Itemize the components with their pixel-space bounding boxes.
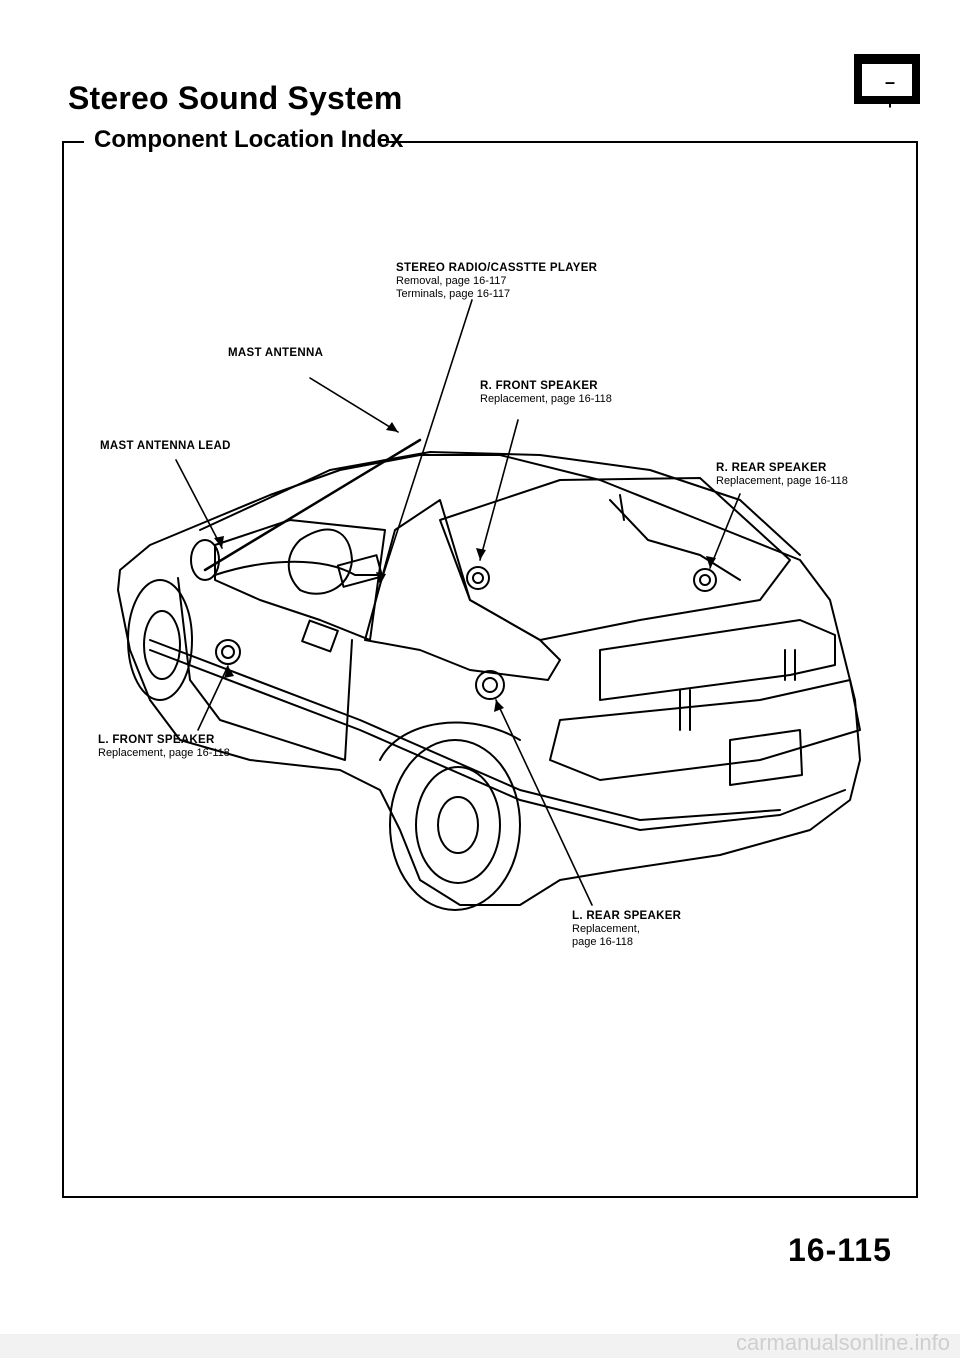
- car-body-outline: [117, 454, 861, 906]
- l-front-speaker-core: [221, 645, 235, 659]
- rear-bumper: [549, 679, 861, 781]
- rear-hatch-inner: [609, 499, 741, 581]
- label-line: Replacement,: [572, 923, 640, 936]
- leader-r-rear-speaker: [709, 493, 741, 569]
- rear-wheel-arch: [379, 721, 521, 761]
- section-subtitle: Component Location Index: [94, 126, 404, 153]
- arrow-l-rear-speaker: [494, 700, 504, 712]
- door-outline: [177, 577, 353, 761]
- battery-terminal-pos: [894, 58, 906, 64]
- battery-terminal-neg: [868, 58, 880, 64]
- page-title: Stereo Sound System: [68, 80, 403, 116]
- label-line: Removal, page 16-117: [396, 275, 507, 288]
- label-r-front-speaker: R. FRONT SPEAKER Replacement, page 16-11…: [480, 380, 612, 406]
- section-rule-left: [62, 141, 84, 143]
- label-line: Replacement, page 16-118: [716, 475, 848, 488]
- label-line: page 16-118: [572, 935, 633, 948]
- page-number: 16-115: [788, 1232, 892, 1268]
- battery-signs: – +: [884, 72, 906, 113]
- leader-stereo-player: [379, 299, 473, 586]
- rear-wheel-mid: [415, 766, 501, 884]
- antenna-lead: [214, 560, 381, 576]
- front-door-window: [214, 519, 386, 641]
- antenna-mast: [203, 438, 422, 572]
- label-line: Replacement, page 16-118: [98, 747, 230, 760]
- arrow-l-front-speaker: [224, 666, 234, 678]
- leader-l-rear-speaker: [495, 699, 593, 906]
- label-head: R. FRONT SPEAKER: [480, 380, 598, 392]
- arrow-mast-antenna-lead: [214, 536, 224, 548]
- license-plate-area: [729, 729, 803, 786]
- label-head: MAST ANTENNA: [228, 347, 324, 359]
- arrow-r-rear-speaker: [706, 556, 716, 568]
- door-handle: [301, 619, 339, 653]
- r-front-speaker-core: [472, 572, 484, 584]
- rear-wheel-inner: [437, 796, 479, 854]
- battery-face: – +: [862, 64, 912, 113]
- steering-wheel: [287, 528, 353, 595]
- rear-hatch-glass: [439, 477, 791, 641]
- rear-bumper-lower: [519, 789, 846, 831]
- battery-icon: – +: [854, 54, 920, 113]
- front-wheel-inner: [143, 610, 181, 680]
- watermark-link[interactable]: carmanualsonline.info: [735, 1330, 950, 1355]
- l-rear-speaker-core: [482, 677, 498, 693]
- l-front-speaker-shape: [215, 639, 241, 665]
- tail-light: [599, 619, 836, 701]
- footer-bar: [0, 1334, 960, 1358]
- rear-wheel-outer: [389, 739, 521, 911]
- label-stereo-player: STEREO RADIO/CASSTTE PLAYER Removal, pag…: [396, 262, 597, 301]
- front-wheel-outer: [127, 579, 193, 701]
- rear-hatch-line: [619, 494, 625, 521]
- arrow-r-front-speaker: [476, 548, 486, 560]
- label-r-rear-speaker: R. REAR SPEAKER Replacement, page 16-118: [716, 462, 848, 488]
- label-mast-antenna-lead: MAST ANTENNA LEAD: [100, 440, 231, 453]
- label-l-front-speaker: L. FRONT SPEAKER Replacement, page 16-11…: [98, 734, 230, 760]
- car-roof: [199, 451, 801, 556]
- arrow-mast-antenna: [386, 422, 398, 432]
- leader-mast-antenna-lead: [175, 459, 223, 549]
- label-head: MAST ANTENNA LEAD: [100, 440, 231, 452]
- label-head: STEREO RADIO/CASSTTE PLAYER: [396, 262, 598, 274]
- label-mast-antenna: MAST ANTENNA: [228, 347, 323, 360]
- label-line: Terminals, page 16-117: [396, 287, 511, 300]
- leader-r-front-speaker: [479, 419, 519, 561]
- diagram-frame: [62, 141, 918, 1198]
- side-molding: [149, 639, 781, 821]
- arrow-stereo-player: [376, 572, 386, 585]
- label-l-rear-speaker: L. REAR SPEAKER Replacement, page 16-118: [572, 910, 681, 949]
- quarter-window: [364, 499, 561, 681]
- label-head: L. FRONT SPEAKER: [98, 734, 215, 746]
- side-mirror: [190, 539, 220, 581]
- r-front-speaker-shape: [466, 566, 490, 590]
- l-rear-speaker-shape: [475, 670, 505, 700]
- label-line: Replacement, page 16-118: [480, 393, 612, 406]
- leader-l-front-speaker: [197, 665, 229, 731]
- r-rear-speaker-shape: [693, 568, 717, 592]
- label-head: R. REAR SPEAKER: [716, 462, 827, 474]
- stereo-unit: [336, 554, 384, 588]
- r-rear-speaker-core: [699, 574, 711, 586]
- section-rule: [386, 141, 916, 143]
- leader-mast-antenna: [309, 377, 399, 433]
- side-molding-2: [149, 649, 521, 801]
- label-head: L. REAR SPEAKER: [572, 910, 682, 922]
